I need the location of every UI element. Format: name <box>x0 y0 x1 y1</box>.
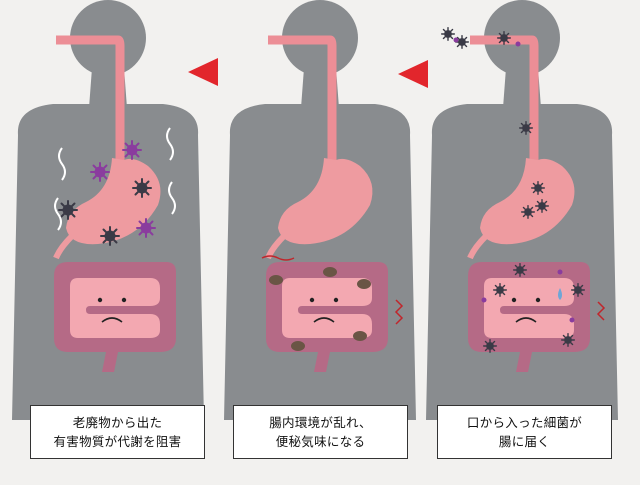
germ-icon <box>535 198 549 214</box>
germ-icon <box>561 332 575 347</box>
mouth <box>313 317 335 323</box>
germ-icon <box>492 282 507 297</box>
caption-panel-1: 老廃物から出た 有害物質が代謝を阻害 <box>30 405 205 459</box>
duodenum <box>53 233 75 260</box>
eye-icon <box>97 297 103 303</box>
small-intestine <box>484 278 574 338</box>
mouth <box>515 317 537 323</box>
germ-icon <box>497 30 512 45</box>
toxin-icon <box>122 140 142 160</box>
bacteria-dot <box>515 41 521 47</box>
caption-line: 腸内環境が乱れ、 <box>269 415 372 430</box>
caption-line: 腸に届く <box>498 434 551 449</box>
germ-icon <box>571 282 585 297</box>
bacteria-dot <box>481 297 487 303</box>
direction-arrows <box>188 58 428 88</box>
caption-line: 老廃物から出た <box>72 415 163 430</box>
bacteria-dot <box>569 317 575 323</box>
stink-line <box>54 197 62 231</box>
panel-1-organs <box>53 35 176 372</box>
shake-line <box>394 299 404 325</box>
eye-icon <box>309 297 315 303</box>
eye-icon <box>121 297 127 303</box>
germ-icon <box>521 204 535 220</box>
waste-blob <box>291 341 305 351</box>
caption-panel-2: 腸内環境が乱れ、 便秘気味になる <box>233 405 408 459</box>
caption-line: 有害物質が代謝を阻害 <box>53 434 182 449</box>
esophagus <box>56 35 125 160</box>
germ-icon <box>519 120 533 136</box>
eye-icon <box>511 297 517 303</box>
waste-blob <box>269 275 283 285</box>
esophagus <box>470 35 539 160</box>
small-intestine <box>282 278 372 338</box>
stomach <box>480 158 575 245</box>
stink-line <box>58 147 66 181</box>
caption-line: 口から入った細菌が <box>466 415 583 430</box>
germ-icon <box>513 262 527 277</box>
stomach <box>278 158 373 245</box>
stink-line <box>166 127 174 161</box>
toxin-icon <box>136 218 156 238</box>
waste-blob <box>357 279 371 289</box>
arrow-left-icon <box>188 58 218 86</box>
arrow-left-icon <box>398 60 428 88</box>
stomach <box>66 158 161 245</box>
germ-icon <box>58 200 78 220</box>
duodenum <box>467 233 489 260</box>
germ-icon <box>531 181 545 196</box>
caption-panel-3: 口から入った細菌が 腸に届く <box>437 405 612 459</box>
waste-blob <box>323 267 337 277</box>
germ-icon <box>455 35 469 49</box>
eye-icon <box>333 297 339 303</box>
esophagus <box>268 35 337 160</box>
sweat-drop-icon <box>558 288 562 300</box>
small-intestine <box>70 278 160 338</box>
effects <box>54 27 606 353</box>
germ-icon <box>100 226 120 246</box>
bacteria-dot <box>453 37 459 43</box>
shake-line <box>261 255 295 261</box>
stink-line <box>168 181 176 215</box>
panel-2-organs <box>265 35 388 372</box>
mouth <box>101 317 123 323</box>
germ-icon <box>482 339 497 353</box>
shake-line <box>596 301 606 321</box>
germ-icon <box>132 178 152 198</box>
eye-icon <box>535 297 541 303</box>
bacteria-dot <box>557 269 563 275</box>
toxin-icon <box>90 162 110 182</box>
waste-blob <box>353 331 367 341</box>
caption-line: 便秘気味になる <box>275 434 366 449</box>
germ-icon <box>440 27 455 41</box>
